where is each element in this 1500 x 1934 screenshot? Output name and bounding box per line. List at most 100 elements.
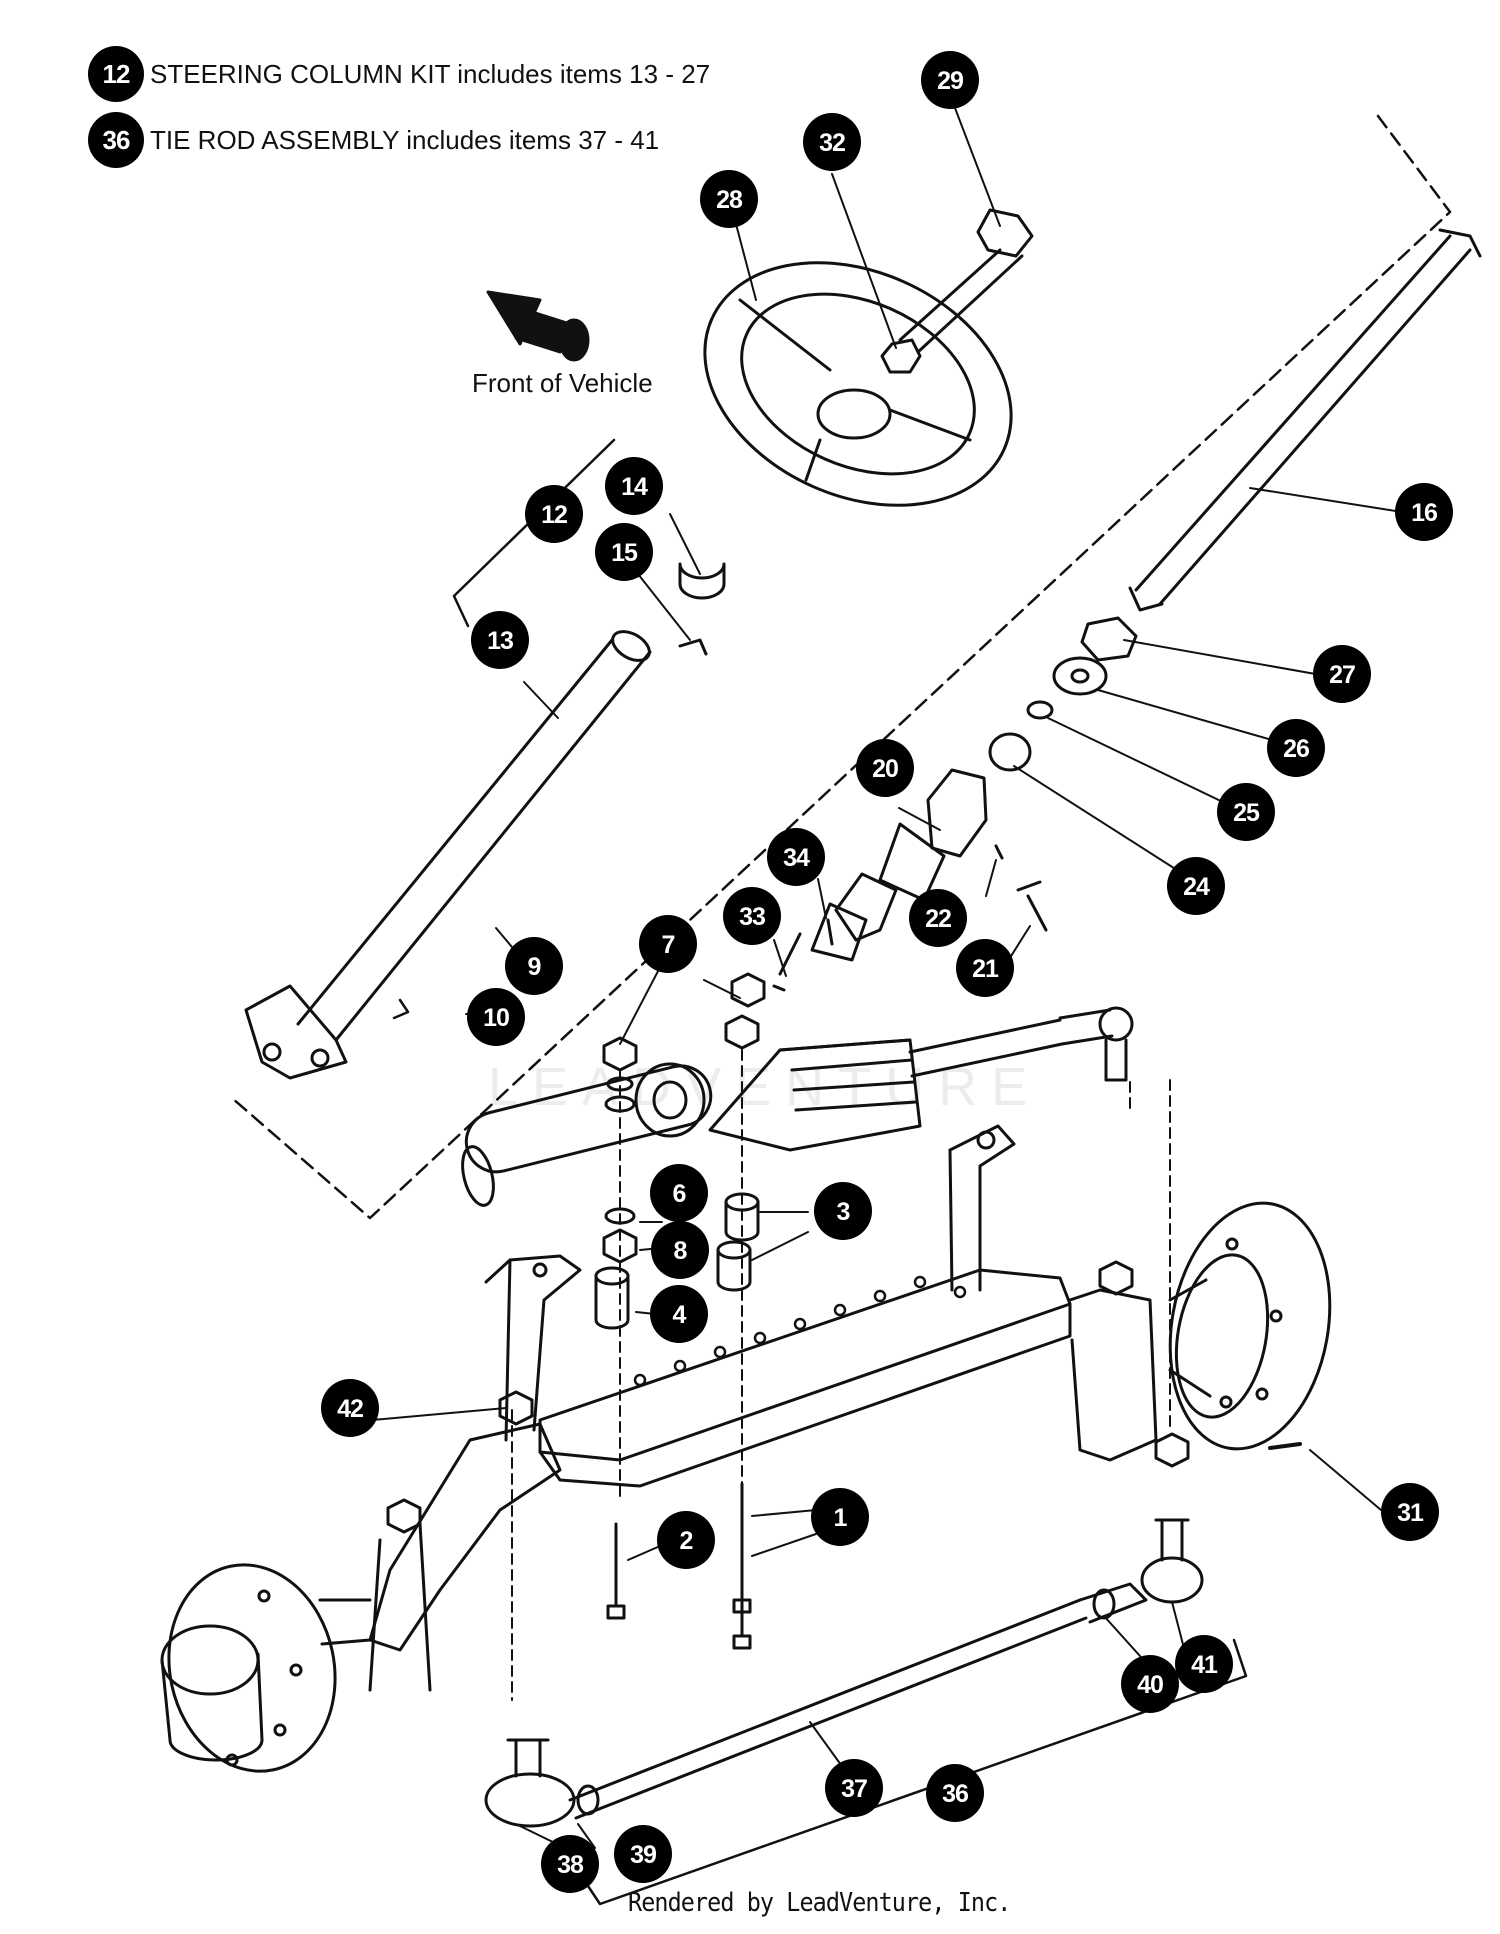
svg-text:1: 1	[834, 1504, 848, 1532]
svg-text:29: 29	[937, 67, 963, 95]
legend-text: STEERING COLUMN KIT includes items 13 - …	[150, 58, 711, 89]
callout-6: 6	[650, 1164, 708, 1222]
callout-9: 9	[505, 937, 563, 995]
svg-text:33: 33	[739, 903, 765, 931]
left-hub	[160, 1563, 372, 1773]
svg-text:27: 27	[1329, 661, 1355, 689]
callout-8: 8	[651, 1221, 709, 1279]
svg-text:20: 20	[872, 755, 898, 783]
svg-text:42: 42	[337, 1395, 363, 1423]
right-hub	[1168, 1201, 1332, 1451]
callout-13: 13	[471, 611, 529, 669]
callout-4: 4	[650, 1285, 708, 1343]
callout-29: 29	[921, 51, 979, 109]
snap-ring-small	[1026, 700, 1054, 720]
bolt-33	[772, 932, 802, 992]
rack-and-pinion	[461, 1006, 1134, 1207]
callout-34: 34	[767, 828, 825, 886]
svg-text:41: 41	[1191, 1651, 1218, 1679]
svg-text:32: 32	[819, 129, 845, 157]
cotter-pin	[1268, 1442, 1302, 1450]
callout-42: 42	[321, 1379, 379, 1437]
callout-21: 21	[956, 939, 1014, 997]
callout-38: 38	[541, 1835, 599, 1893]
callout-39: 39	[614, 1825, 672, 1883]
legend-badge: 36	[88, 112, 144, 168]
callout-27: 27	[1313, 645, 1371, 703]
bolt-2	[606, 1522, 626, 1620]
front-of-vehicle-label: Front of Vehicle	[472, 368, 653, 398]
svg-text:28: 28	[716, 186, 743, 214]
washer	[1052, 656, 1108, 696]
callout-32: 32	[803, 113, 861, 171]
legend-badge: 12	[88, 46, 144, 102]
callout-12: 12	[525, 485, 583, 543]
svg-text:4: 4	[673, 1301, 687, 1329]
svg-text:31: 31	[1397, 1499, 1424, 1527]
svg-text:21: 21	[972, 955, 999, 983]
callout-41: 41	[1175, 1635, 1233, 1693]
footer-credit: Rendered by LeadVenture, Inc.	[628, 1888, 1011, 1918]
callout-22: 22	[909, 889, 967, 947]
callout-24: 24	[1167, 857, 1225, 915]
vertical-guide-lines	[511, 1049, 1171, 1701]
watermark: LEADVENTURE	[488, 1057, 1042, 1117]
tie-rod-bracket	[578, 1638, 1248, 1906]
leader-lines	[349, 107, 1403, 1849]
callout-3: 3	[814, 1182, 872, 1240]
callout-33: 33	[723, 887, 781, 945]
callout-31: 31	[1381, 1483, 1439, 1541]
svg-text:13: 13	[487, 627, 513, 655]
svg-text:2: 2	[680, 1527, 693, 1555]
svg-text:37: 37	[841, 1775, 867, 1803]
callout-2: 2	[657, 1511, 715, 1569]
callout-badges: 1 2 3 4 6 7 8 9 10 12 13 14 15 16 20 21 …	[321, 51, 1453, 1893]
svg-text:40: 40	[1137, 1671, 1163, 1699]
callout-28: 28	[700, 170, 758, 228]
pin-34	[826, 918, 834, 946]
callout-15: 15	[595, 523, 653, 581]
svg-text:7: 7	[662, 931, 675, 959]
callout-40: 40	[1121, 1655, 1179, 1713]
snap-ring-large	[988, 732, 1032, 772]
tie-rod	[484, 1518, 1204, 1828]
steering-column-tube	[244, 630, 652, 1080]
washer-inner	[1070, 668, 1090, 684]
svg-text:25: 25	[1233, 799, 1260, 827]
callout-1: 1	[811, 1488, 869, 1546]
legend-text: TIE ROD ASSEMBLY includes items 37 - 41	[150, 124, 660, 155]
center-cap	[976, 208, 1034, 258]
callout-10: 10	[467, 988, 525, 1046]
svg-text:36: 36	[942, 1780, 968, 1808]
svg-text:9: 9	[528, 953, 541, 981]
svg-text:15: 15	[611, 539, 638, 567]
bolt-21	[1016, 880, 1048, 932]
lock-nut	[1080, 616, 1138, 662]
callout-26: 26	[1267, 719, 1325, 777]
svg-text:34: 34	[783, 844, 810, 872]
front-axle	[368, 1124, 1158, 1692]
front-of-vehicle-arrow	[486, 290, 590, 362]
set-screw	[994, 844, 1004, 860]
svg-text:12: 12	[541, 501, 567, 529]
svg-text:24: 24	[1183, 873, 1210, 901]
svg-text:39: 39	[630, 1841, 656, 1869]
cap-shaft	[898, 248, 1024, 354]
svg-text:22: 22	[925, 905, 951, 933]
wheel-nut	[880, 338, 922, 374]
steering-shaft	[1128, 228, 1482, 612]
svg-text:3: 3	[837, 1198, 850, 1226]
legend-tie-rod-assembly: 36 TIE ROD ASSEMBLY includes items 37 - …	[88, 110, 659, 170]
svg-text:6: 6	[673, 1180, 686, 1208]
bolt-1b	[732, 1534, 752, 1650]
steering-kit-boundary	[230, 114, 1452, 1220]
legend-steering-column-kit: 12 STEERING COLUMN KIT includes items 13…	[88, 44, 710, 104]
callout-20: 20	[856, 739, 914, 797]
svg-text:16: 16	[1411, 499, 1437, 527]
callout-25: 25	[1217, 783, 1275, 841]
callout-14: 14	[605, 457, 663, 515]
callout-16: 16	[1395, 483, 1453, 541]
axle-plate-holes	[633, 1275, 967, 1387]
clip	[678, 638, 708, 656]
